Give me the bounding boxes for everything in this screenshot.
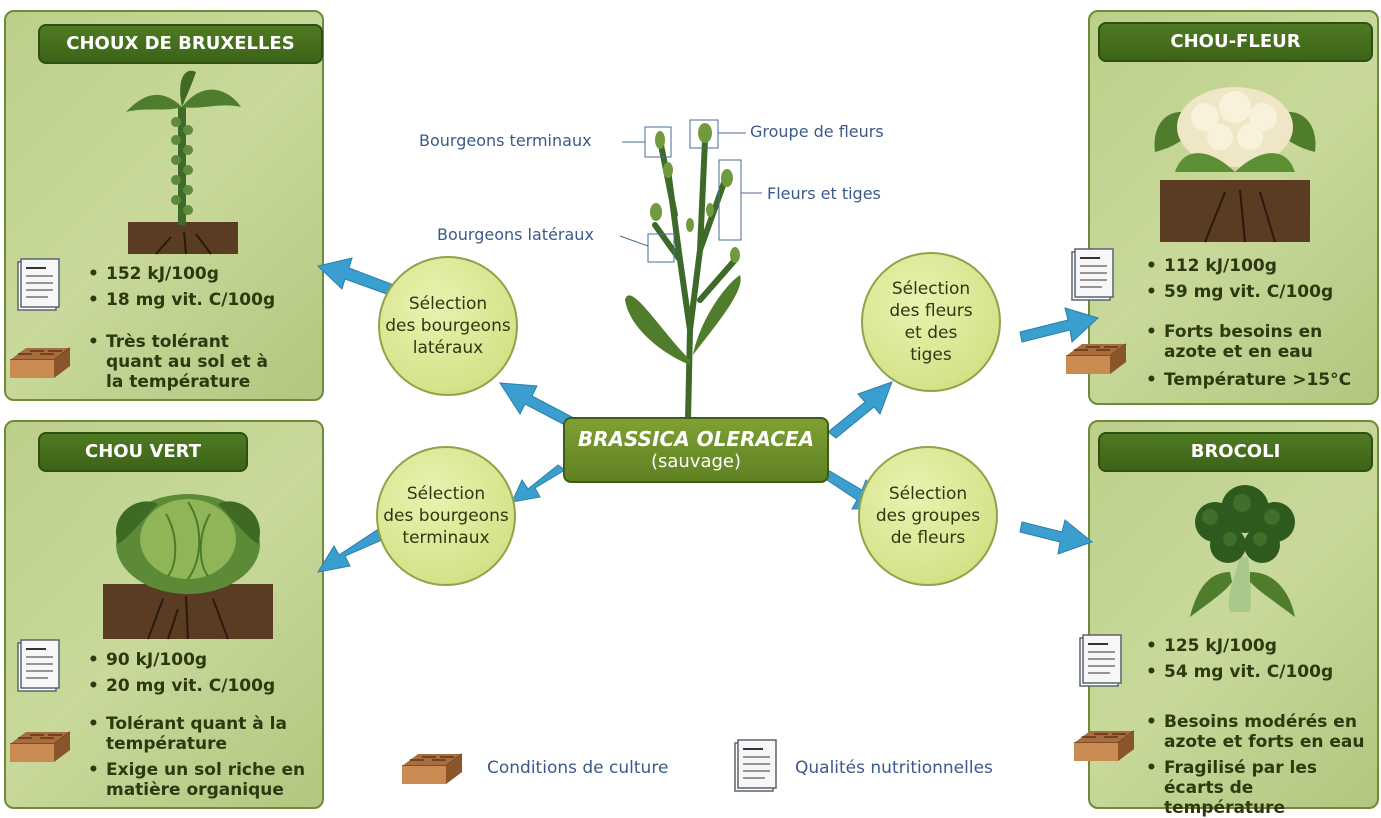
culture-condition: Exige un sol riche en matière organique (88, 760, 313, 800)
arrow-to-flowers-stems-selection (827, 381, 893, 439)
card-title: CHOU-FLEUR (1098, 22, 1373, 62)
culture-condition: Tolérant quant à la température (88, 714, 313, 754)
document-icon (734, 739, 777, 792)
energy-value: 125 kJ/100g (1146, 636, 1333, 656)
vitamin-c-value: 20 mg vit. C/100g (88, 676, 275, 696)
vitamin-c-value: 18 mg vit. C/100g (88, 290, 275, 310)
arrow-to-chou-fleur (1019, 307, 1099, 343)
culture-condition: Très tolérant quant au sol et à la tempé… (88, 332, 288, 392)
legend-culture-label: Conditions de culture (487, 758, 669, 778)
label-fleurs-et-tiges: Fleurs et tiges (767, 184, 881, 203)
label-groupe-de-fleurs: Groupe de fleurs (750, 122, 884, 141)
selection-lateral-buds: Sélection des bourgeons latéraux (378, 256, 518, 396)
card-title: BROCOLI (1098, 432, 1373, 472)
nutrition-facts: 112 kJ/100g 59 mg vit. C/100g (1146, 256, 1333, 302)
culture-facts: Très tolérant quant au sol et à la tempé… (88, 332, 288, 392)
selection-flowers-stems: Sélection des fleurs et des tiges (861, 252, 1001, 392)
vitamin-c-value: 54 mg vit. C/100g (1146, 662, 1333, 682)
culture-facts: Forts besoins en azote et en eau Tempéra… (1146, 322, 1356, 390)
document-icon (1071, 248, 1114, 301)
legend-nutrition-label: Qualités nutritionnelles (795, 758, 993, 778)
wild-cabbage-illustration (619, 119, 762, 423)
document-icon (17, 258, 60, 311)
cabbage-illustration (103, 494, 273, 640)
cauliflower-illustration (1154, 87, 1316, 243)
label-bourgeons-terminaux: Bourgeons terminaux (419, 131, 592, 150)
species-name: BRASSICA OLERACEA (577, 427, 815, 451)
species-qualifier: (sauvage) (650, 451, 742, 472)
culture-condition: Besoins modérés en azote et forts en eau (1146, 712, 1376, 752)
card-brocoli: BROCOLI 125 kJ/100g 54 mg vit. C/100g Be… (1088, 420, 1379, 818)
culture-condition: Température >15°C (1146, 370, 1356, 390)
arrow-to-lateral-selection (499, 382, 573, 426)
vitamin-c-value: 59 mg vit. C/100g (1146, 282, 1333, 302)
nutrition-facts: 125 kJ/100g 54 mg vit. C/100g (1146, 636, 1333, 682)
soil-block-icon (401, 753, 463, 785)
culture-facts: Tolérant quant à la température Exige un… (88, 714, 313, 800)
culture-condition: Forts besoins en azote et en eau (1146, 322, 1356, 362)
label-bourgeons-lateraux: Bourgeons latéraux (437, 225, 594, 244)
soil-block-icon (1065, 343, 1127, 375)
document-icon (1079, 634, 1122, 687)
card-title: CHOU VERT (38, 432, 248, 472)
energy-value: 112 kJ/100g (1146, 256, 1333, 276)
selection-text: Sélection des bourgeons terminaux (383, 484, 509, 548)
arrow-to-chou-vert (316, 529, 383, 573)
card-title: CHOUX DE BRUXELLES (38, 24, 323, 64)
selection-text: Sélection des fleurs et des tiges (889, 279, 973, 365)
card-chou-fleur: CHOU-FLEUR 112 kJ/100g 59 mg vit. C/100g… (1088, 10, 1379, 405)
selection-text: Sélection des bourgeons latéraux (385, 294, 511, 358)
selection-flower-groups: Sélection des groupes de fleurs (858, 446, 998, 586)
broccoli-illustration (1190, 485, 1295, 617)
arrow-to-brocoli (1019, 519, 1094, 555)
soil-block-icon (9, 347, 71, 379)
nutrition-facts: 90 kJ/100g 20 mg vit. C/100g (88, 650, 275, 696)
card-choux-de-bruxelles: CHOUX DE BRUXELLES 152 kJ/100g 18 mg vit… (4, 10, 324, 401)
selection-text: Sélection des groupes de fleurs (875, 484, 981, 548)
selection-terminal-buds: Sélection des bourgeons terminaux (376, 446, 516, 586)
energy-value: 90 kJ/100g (88, 650, 275, 670)
brussels-sprouts-illustration (126, 70, 241, 255)
energy-value: 152 kJ/100g (88, 264, 275, 284)
center-species-box: BRASSICA OLERACEA (sauvage) (563, 417, 829, 483)
arrow-to-terminal-selection (511, 464, 566, 503)
soil-block-icon (9, 731, 71, 763)
nutrition-facts: 152 kJ/100g 18 mg vit. C/100g (88, 264, 275, 310)
document-icon (17, 639, 60, 692)
soil-block-icon (1073, 730, 1135, 762)
